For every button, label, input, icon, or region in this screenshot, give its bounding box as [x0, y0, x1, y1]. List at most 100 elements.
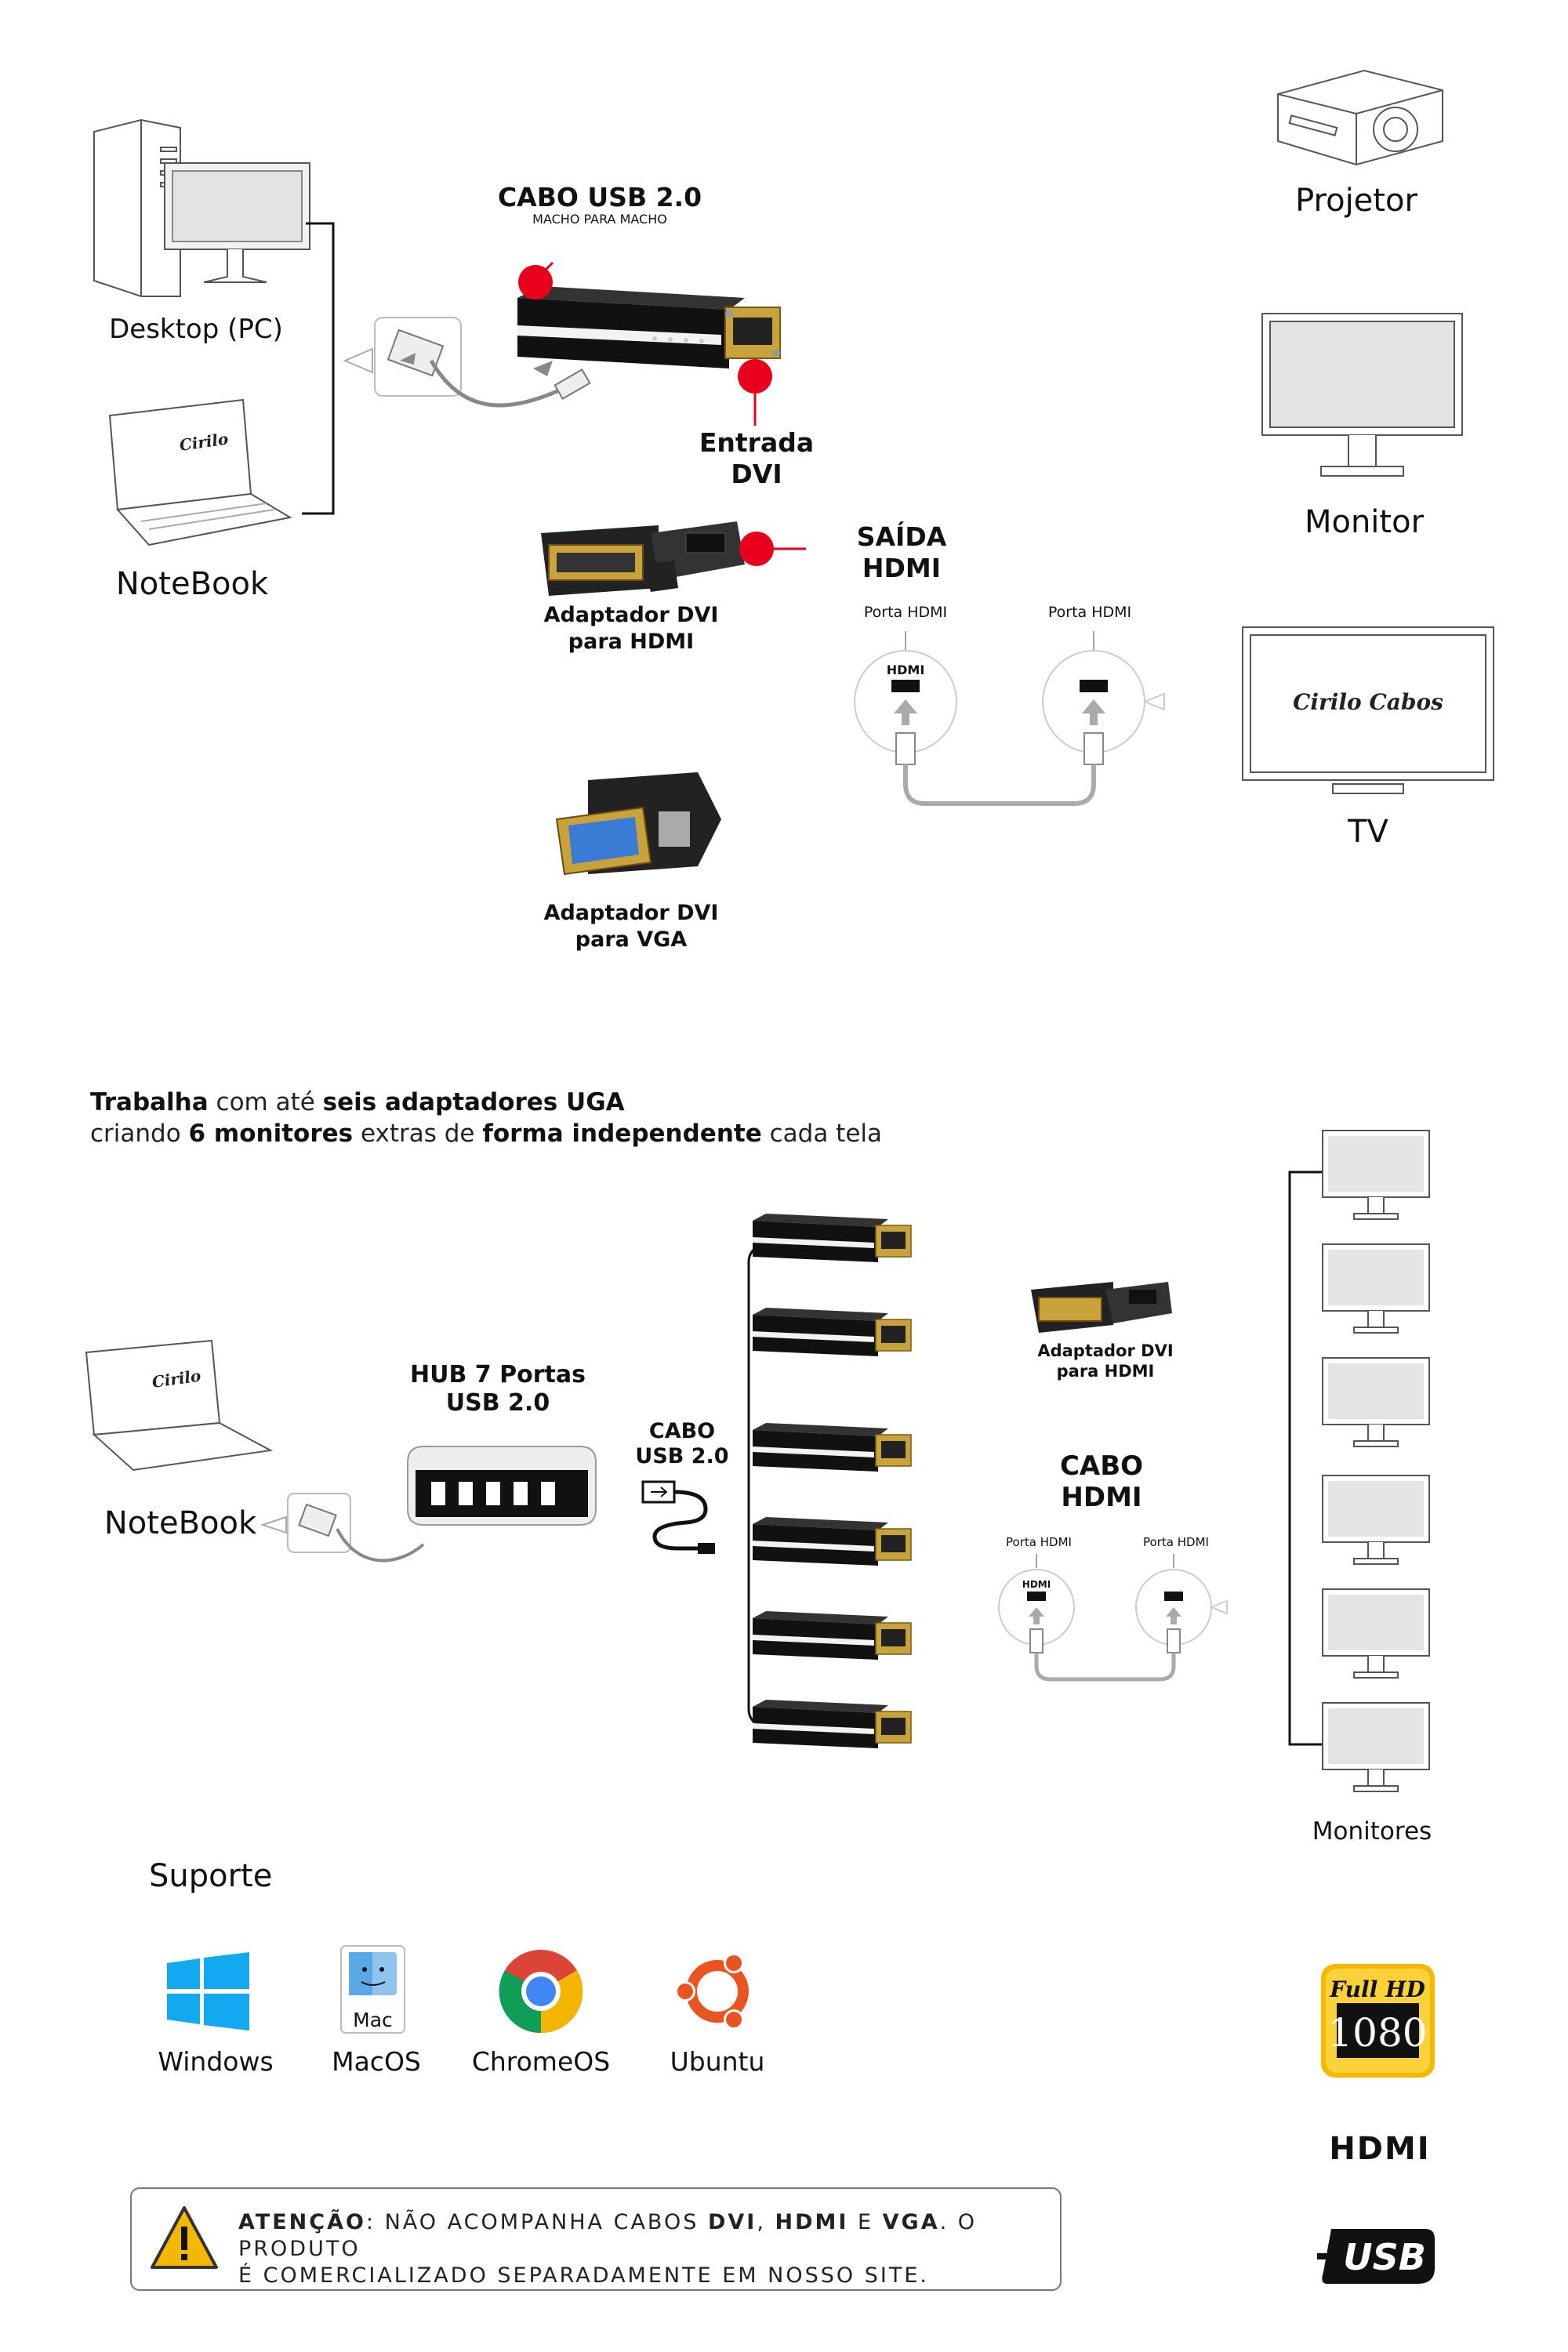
- intro-line1: Trabalha com até seis adaptadores UGA: [90, 1087, 882, 1118]
- porta-hdmi-left-middle: Porta HDMI: [1006, 1535, 1072, 1549]
- notebook-label-middle: NoteBook: [103, 1505, 257, 1541]
- adapter-label-middle: Adaptador DVI para HDMI: [1019, 1341, 1192, 1381]
- intro-span4: criando: [90, 1120, 189, 1148]
- warning-t2: . O PRODUTO: [238, 2210, 978, 2261]
- connector-bracket: [302, 222, 335, 515]
- warning-box: ATENÇÃO: NÃO ACOMPANHA CABOS DVI, HDMI E…: [130, 2187, 1062, 2291]
- svg-text:HDMI: HDMI: [1022, 1579, 1051, 1590]
- warning-icon: [151, 2206, 218, 2269]
- windows-icon: [167, 1952, 249, 2031]
- hub-line1: HUB 7 Portas: [410, 1361, 586, 1388]
- usb-dvi-adapter-4: [749, 1515, 917, 1577]
- warning-line1: ATENÇÃO: NÃO ACOMPANHA CABOS DVI, HDMI E…: [238, 2209, 1060, 2263]
- intro-bold5: 6 monitores: [188, 1120, 354, 1148]
- adapter-mid-line1: Adaptador DVI: [1037, 1341, 1174, 1360]
- monitor-6: [1321, 1701, 1431, 1798]
- cabo-hdmi-line1: CABO: [1059, 1450, 1144, 1482]
- notebook-icon-middle: Cirilo: [85, 1339, 274, 1472]
- intro-span6: extras de: [353, 1120, 483, 1148]
- os-ubuntu-label: Ubuntu: [670, 2046, 765, 2077]
- fullhd-top-text: Full HD: [1329, 1976, 1425, 2002]
- cabo-usb-label-middle: CABO USB 2.0: [623, 1419, 741, 1469]
- intro-line2: criando 6 monitores extras de forma inde…: [90, 1118, 882, 1149]
- saida-hdmi-label: SAÍDA HDMI: [831, 521, 972, 584]
- support-title: Suporte: [149, 1858, 273, 1894]
- usb-dvi-adapter-2: [749, 1305, 917, 1367]
- chrome-icon: [499, 1949, 583, 2034]
- adapter-line2: para HDMI: [568, 630, 695, 654]
- porta-hdmi-right-label: Porta HDMI: [1047, 604, 1132, 621]
- usb-hub-device: [407, 1446, 597, 1526]
- adapter-dvi-hdmi-label: Adaptador DVI para HDMI: [517, 602, 745, 655]
- usb-dvi-adapter-5: [749, 1609, 917, 1671]
- hub-label: HUB 7 Portas USB 2.0: [392, 1361, 604, 1417]
- warning-text: ATENÇÃO: NÃO ACOMPANHA CABOS DVI, HDMI E…: [238, 2209, 1060, 2289]
- monitor-4: [1321, 1474, 1431, 1571]
- brand-logo-tv: Cirilo Cabos: [1293, 689, 1443, 715]
- projetor-label: Projetor: [1295, 183, 1417, 219]
- adapter-dvi-vga-label: Adaptador DVI para VGA: [517, 900, 745, 953]
- notebook-label: NoteBook: [115, 566, 269, 602]
- warning-bold: ATENÇÃO: [238, 2210, 366, 2234]
- intro-text: Trabalha com até seis adaptadores UGA cr…: [90, 1087, 882, 1149]
- adapter-vga-line2: para VGA: [575, 927, 688, 952]
- red-marker-dvi-in: [738, 359, 772, 426]
- monitor-5: [1321, 1588, 1431, 1685]
- usb-dvi-adapter-1: [749, 1211, 917, 1273]
- red-marker-usb: [518, 261, 554, 299]
- fullhd-badge: Full HD 1080: [1321, 1964, 1435, 2078]
- warning-hdmi: HDMI: [775, 2210, 849, 2234]
- tv-label: TV: [1348, 814, 1388, 850]
- monitores-label: Monitores: [1312, 1817, 1432, 1846]
- hdmi-cable-diagram-middle: HDMI: [998, 1554, 1228, 1682]
- red-marker-hdmi-out: [739, 532, 806, 566]
- intro-span2: com até: [208, 1088, 323, 1116]
- warning-line2: É COMERCIALIZADO SEPARADAMENTE EM NOSSO …: [238, 2263, 929, 2288]
- entrada-label: Entrada: [699, 427, 815, 458]
- intro-bold1: Trabalha: [90, 1088, 209, 1116]
- projector-icon: [1277, 69, 1443, 166]
- hdmi-cable-diagram-top: HDMI: [854, 631, 1165, 806]
- adapter-line1: Adaptador DVI: [543, 603, 719, 627]
- hub-line2: USB 2.0: [445, 1389, 550, 1417]
- desktop-pc-icon: [93, 118, 310, 297]
- monitor-icon: [1261, 313, 1463, 477]
- entrada-dvi-label: Entrada DVI: [666, 427, 847, 490]
- porta-hdmi-right-middle: Porta HDMI: [1143, 1535, 1209, 1549]
- mac-icon: [340, 1945, 405, 2034]
- porta-hdmi-left-label: Porta HDMI: [863, 604, 948, 621]
- intro-bold7: forma independente: [482, 1120, 762, 1148]
- monitor-label: Monitor: [1304, 504, 1425, 540]
- notebook-icon: Cirilo: [108, 398, 292, 546]
- cabo-usb-title: CABO USB 2.0: [497, 182, 702, 212]
- cabo-line1: CABO: [648, 1419, 716, 1443]
- warning-comma: ,: [757, 2210, 775, 2234]
- intro-span8: cada tela: [761, 1120, 883, 1148]
- usb-plug-callout: [343, 317, 591, 408]
- usb-logo: USB: [1317, 2229, 1435, 2284]
- dvi-hdmi-adapter-image-middle: [1031, 1282, 1172, 1333]
- usb-cable-icon: [641, 1480, 715, 1554]
- hdmi-logo: HDMI: [1329, 2131, 1431, 2167]
- mac-badge-text: Mac: [353, 2009, 393, 2031]
- os-windows-label: Windows: [158, 2046, 274, 2077]
- intro-bold3: seis adaptadores UGA: [322, 1088, 625, 1116]
- ubuntu-icon: [675, 1953, 749, 2030]
- warning-dvi: DVI: [707, 2210, 757, 2234]
- cabo-hdmi-line2: HDMI: [1061, 1482, 1142, 1513]
- usb-plug-callout-middle: [260, 1493, 425, 1563]
- monitor-3: [1321, 1356, 1431, 1454]
- dvi-vga-adapter-image: [555, 772, 721, 876]
- adapter-mid-line2: para HDMI: [1056, 1362, 1155, 1381]
- monitor-1: [1321, 1129, 1431, 1226]
- warning-t1: : NÃO ACOMPANHA CABOS: [365, 2210, 708, 2234]
- desktop-label: Desktop (PC): [109, 314, 283, 345]
- monitors-bracket: [1288, 1171, 1323, 1746]
- os-macos-label: MacOS: [332, 2046, 421, 2077]
- hdmi-text-small: HDMI: [887, 662, 925, 677]
- warning-vga: VGA: [882, 2210, 940, 2234]
- fullhd-num-text: 1080: [1327, 2010, 1427, 2056]
- cabo-line2: USB 2.0: [635, 1444, 729, 1468]
- saida-label: SAÍDA: [856, 521, 947, 552]
- tv-icon: Cirilo Cabos: [1242, 626, 1494, 794]
